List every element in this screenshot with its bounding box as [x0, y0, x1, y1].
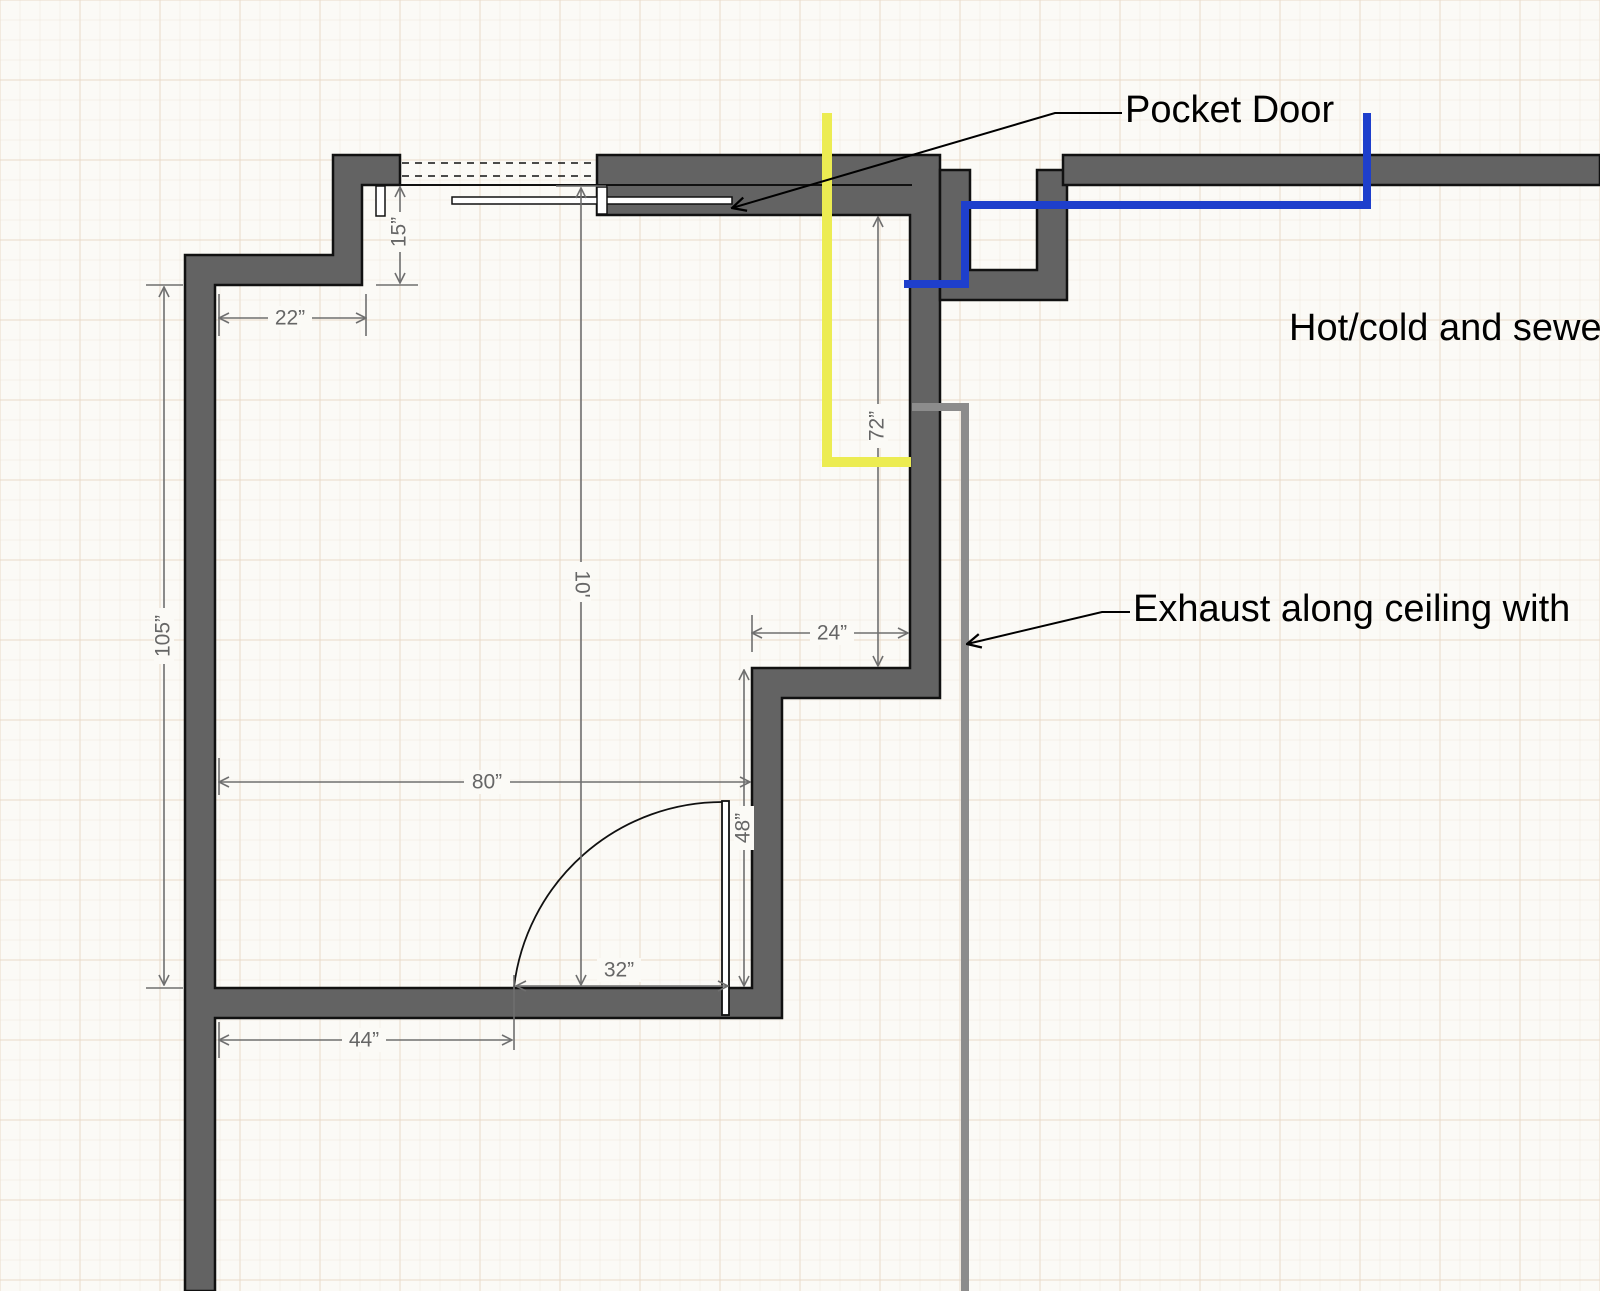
dim-label-32: 32” — [604, 959, 634, 982]
exhaust-label: Exhaust along ceiling with — [1133, 588, 1570, 630]
dim-label-48: 48” — [732, 813, 755, 843]
pocket-door-jamb — [596, 186, 608, 215]
dim-label-10ft: 10' — [570, 570, 593, 597]
dim-label-24: 24” — [817, 622, 847, 645]
pocket-opening-dashes — [402, 162, 597, 177]
left-jamb-post — [375, 185, 386, 217]
exhaust-duct — [912, 403, 969, 1291]
yellow-line — [822, 113, 911, 467]
wall-top-right-run — [1061, 153, 1600, 187]
callout-pocket-door: Pocket Door — [732, 89, 1334, 208]
dim-label-80: 80” — [472, 771, 502, 794]
exhaust-leader — [967, 611, 1130, 644]
pocket-door-leader — [732, 112, 1122, 208]
dim-label-44: 44” — [349, 1029, 379, 1052]
callout-exhaust: Exhaust along ceiling with — [967, 588, 1570, 644]
pocket-door-panel — [451, 196, 733, 205]
door-leaf — [721, 800, 730, 1016]
pocket-door-label: Pocket Door — [1125, 89, 1334, 131]
dim-label-72: 72” — [866, 411, 889, 441]
dimension-labels: 15” 22” 105” 10' 72” 24” 80” 48” 32” 44” — [152, 212, 889, 1052]
plumbing-label: Hot/cold and sewe — [1289, 307, 1600, 349]
dim-label-22: 22” — [275, 307, 305, 330]
dim-label-105: 105” — [152, 615, 175, 657]
dim-label-15: 15” — [388, 217, 411, 247]
wall-left-room — [183, 153, 942, 1291]
water-sewer-pipe — [904, 113, 1371, 288]
